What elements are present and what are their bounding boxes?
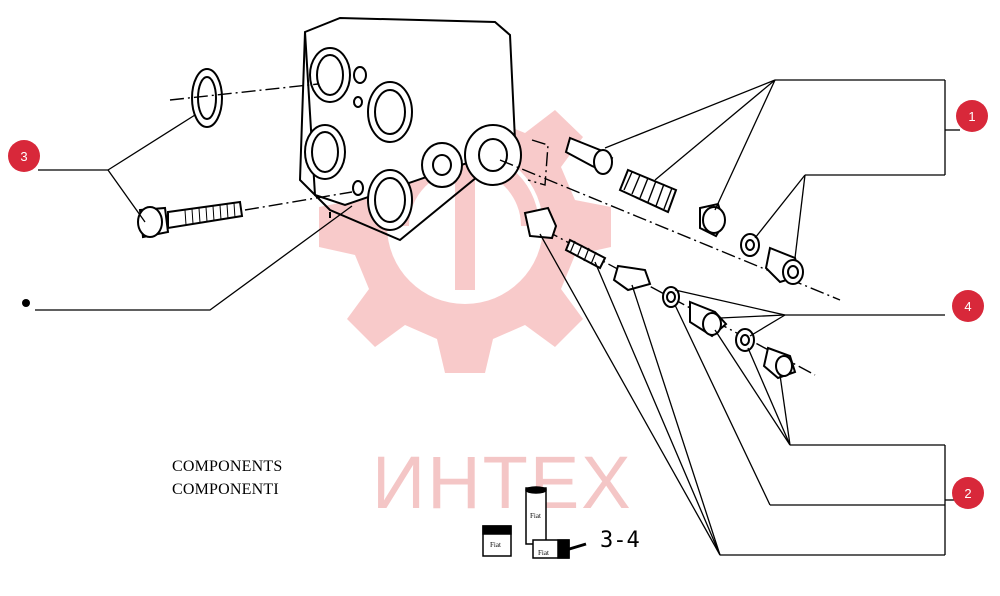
leader-lines — [35, 79, 960, 556]
callout-1[interactable]: 1 — [956, 100, 988, 132]
seal-ring — [191, 68, 223, 128]
caption-components-en: COMPONENTS — [172, 458, 283, 475]
callout-2-label: 2 — [964, 485, 972, 501]
caption-components-it: COMPONENTI — [172, 481, 279, 498]
callout-4[interactable]: 4 — [952, 290, 984, 322]
callout-3-label: 3 — [20, 148, 28, 164]
callout-3[interactable]: 3 — [8, 140, 40, 172]
fiat-label-top: Fiat — [530, 512, 541, 520]
upper-valve-parts — [564, 136, 804, 285]
section-reference: 3-4 — [600, 528, 640, 553]
callout-2[interactable]: 2 — [952, 477, 984, 509]
bolt — [137, 200, 244, 239]
watermark-text: ИНТЕХ — [372, 441, 633, 524]
lower-valve-parts — [523, 206, 797, 380]
callout-1-label: 1 — [968, 108, 976, 124]
callout-4-label: 4 — [964, 298, 972, 314]
fiat-blocks-icon — [482, 486, 587, 559]
fiat-label-right: Fiat — [538, 549, 549, 557]
leader-dot — [22, 299, 30, 307]
valve-body — [298, 16, 522, 242]
fiat-label-left: Fiat — [490, 541, 501, 549]
